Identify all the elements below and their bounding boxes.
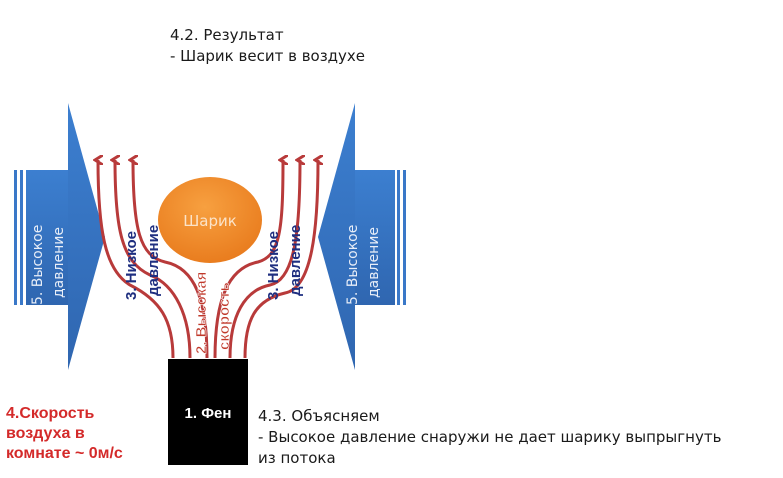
low-pressure-label-right: 3. Низкое [265, 231, 282, 300]
room-speed-label: воздуха в [6, 425, 85, 442]
high-pressure-arrow-right: 5. Высокое давление [318, 103, 406, 370]
ball: Шарик [158, 177, 262, 263]
result-text: - Шарик весит в воздухе [170, 47, 365, 65]
explain-text: из потока [258, 449, 336, 467]
low-pressure-label-left: 3. Низкое [123, 231, 140, 300]
airflow-lines [98, 160, 318, 359]
high-pressure-label: давление [366, 227, 382, 298]
hair-dryer: 1. Фен [168, 359, 248, 465]
high-speed-label: скорость [216, 282, 233, 350]
result-title: 4.2. Результат [170, 26, 284, 44]
low-pressure-label-left: давление [145, 225, 162, 296]
explain-title: 4.3. Объясняем [258, 407, 380, 425]
ball-label: Шарик [183, 212, 237, 230]
high-pressure-arrow-left: 5. Высокое давление [14, 103, 105, 370]
room-speed-label: комнате ~ 0м/с [6, 445, 123, 462]
high-pressure-label: давление [51, 227, 67, 298]
room-speed-label: 4.Скорость [6, 405, 95, 422]
high-speed-label: 2. Высокая [193, 272, 210, 354]
fan-label: 1. Фен [185, 405, 232, 422]
high-pressure-label: 5. Высокое [345, 225, 361, 305]
low-pressure-label-right: давление [287, 225, 304, 296]
high-pressure-label: 5. Высокое [30, 225, 46, 305]
explain-text: - Высокое давление снаружи не дает шарик… [258, 428, 721, 446]
